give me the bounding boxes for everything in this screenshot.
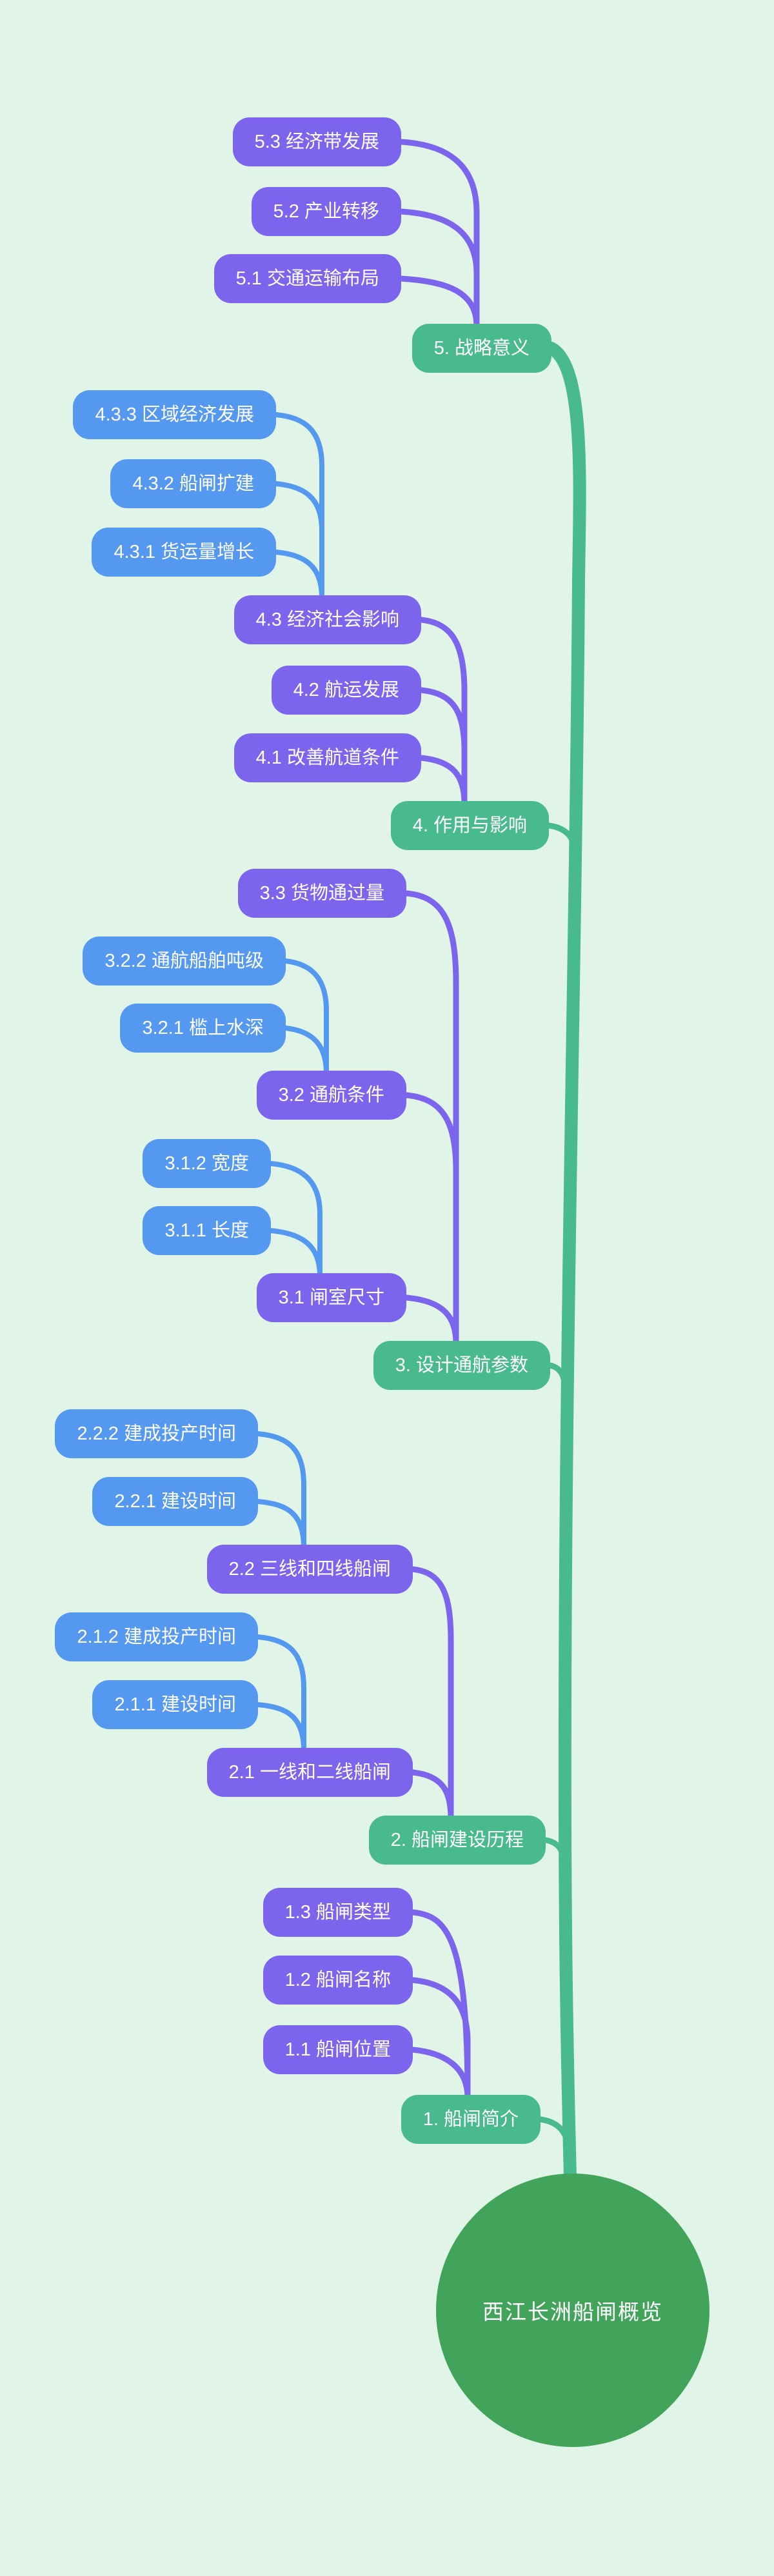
connector-4-3-1	[273, 550, 324, 600]
node-4-3[interactable]: 4.3 经济社会影响	[233, 595, 421, 644]
node-4-2[interactable]: 4.2 航运发展	[271, 666, 421, 715]
node-1-3[interactable]: 1.3 船闸类型	[263, 1888, 413, 1937]
node-4-1[interactable]: 4.1 改善航道条件	[233, 733, 421, 782]
root-label: 西江长洲船闸概览	[482, 2300, 663, 2324]
node-4-3-1[interactable]: 4.3.1 货运量增长	[92, 528, 276, 577]
connector-2-2-2	[255, 1431, 306, 1550]
node-4[interactable]: 4. 作用与影响	[390, 801, 549, 850]
connector-3-1-1	[268, 1228, 322, 1278]
connector-2-1-1	[255, 1702, 306, 1753]
connector-1-1	[410, 2046, 471, 2101]
connector-1-3	[410, 1909, 471, 2101]
connector-3-1-2	[268, 1161, 322, 1278]
node-1-2[interactable]: 1.2 船闸名称	[263, 1956, 413, 2005]
connector-2-2	[410, 1566, 454, 1821]
connector-2-1-2	[255, 1634, 306, 1753]
node-5-3[interactable]: 5.3 经济带发展	[232, 117, 401, 166]
connector-5-2	[398, 208, 480, 330]
node-2-2-1[interactable]: 2.2.1 建设时间	[92, 1477, 258, 1526]
node-2-2[interactable]: 2.2 三线和四线船闸	[206, 1545, 413, 1594]
node-5-1[interactable]: 5.1 交通运输布局	[213, 254, 401, 303]
connector-1-2	[410, 1977, 471, 2101]
node-3-2-2[interactable]: 3.2.2 通航船舶吨级	[83, 936, 286, 986]
connector-section-4	[546, 822, 579, 864]
connector-3-2	[403, 1092, 459, 1347]
connector-section-3	[547, 1362, 569, 1403]
connector-2-1	[410, 1769, 454, 1821]
node-3-2-1[interactable]: 3.2.1 槛上水深	[120, 1004, 286, 1053]
trunk-line	[545, 342, 586, 2183]
connector-4-3	[418, 617, 468, 807]
node-3-1-2[interactable]: 3.1.2 宽度	[143, 1139, 271, 1188]
connector-5-1	[398, 275, 480, 330]
connector-3-2-2	[283, 958, 329, 1076]
connector-5-3	[398, 139, 480, 330]
connector-4-1	[418, 755, 468, 807]
connector-section-2	[542, 1837, 568, 1877]
node-2[interactable]: 2. 船闸建设历程	[368, 1816, 546, 1865]
node-2-1-1[interactable]: 2.1.1 建设时间	[92, 1680, 258, 1729]
node-1-1[interactable]: 1.1 船闸位置	[263, 2025, 413, 2074]
connector-3-1	[403, 1294, 459, 1347]
node-2-1-2[interactable]: 2.1.2 建成投产时间	[55, 1612, 258, 1661]
connector-3-2-1	[283, 1025, 329, 1076]
connector-3-3	[403, 890, 459, 1347]
connector-4-3-2	[273, 481, 324, 600]
node-3-2[interactable]: 3.2 通航条件	[256, 1071, 406, 1120]
node-3-3[interactable]: 3.3 货物通过量	[237, 869, 406, 918]
connector-2-2-1	[255, 1499, 306, 1550]
node-2-1[interactable]: 2.1 一线和二线船闸	[206, 1748, 413, 1797]
root-node[interactable]: 西江长洲船闸概览	[436, 2174, 710, 2447]
node-3[interactable]: 3. 设计通航参数	[373, 1341, 550, 1390]
connector-section-1	[537, 2116, 572, 2159]
connector-4-3-3	[273, 412, 324, 600]
node-5[interactable]: 5. 战略意义	[412, 324, 551, 373]
node-3-1-1[interactable]: 3.1.1 长度	[143, 1206, 271, 1255]
connector-4-2	[418, 687, 468, 807]
node-4-3-3[interactable]: 4.3.3 区域经济发展	[73, 390, 276, 439]
node-5-2[interactable]: 5.2 产业转移	[251, 187, 401, 236]
node-3-1[interactable]: 3.1 闸室尺寸	[256, 1273, 406, 1322]
node-4-3-2[interactable]: 4.3.2 船闸扩建	[110, 459, 276, 508]
node-1[interactable]: 1. 船闸简介	[401, 2095, 541, 2144]
node-2-2-2[interactable]: 2.2.2 建成投产时间	[55, 1409, 258, 1458]
